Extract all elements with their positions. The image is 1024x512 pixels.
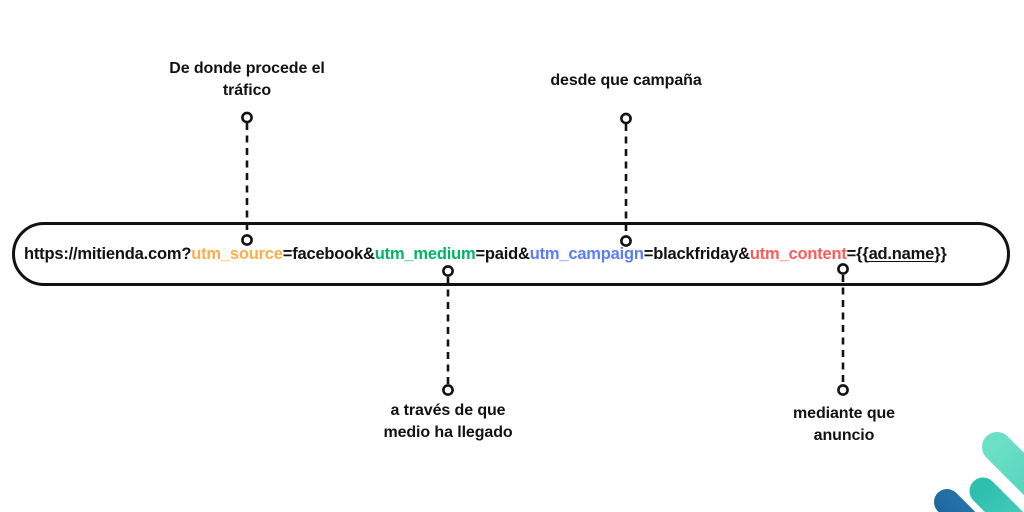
connector-endpoint-dot [442,384,454,396]
url-segment-content: utm_content [749,244,847,263]
url-segment-plain: }} [934,244,947,263]
annotation-label-utm-content: mediante que anuncio [793,405,895,444]
url-segment-source: utm_source [191,244,283,263]
brand-chevron-logo-icon [934,432,1024,512]
url-bar: https://mitienda.com?utm_source=facebook… [12,222,1010,286]
url-segment-plain: =blackfriday& [643,244,750,263]
connector-endpoint-dot [241,111,253,124]
logo-bar-small-teal [969,477,1024,512]
logo-bar-large-teal [982,432,1024,496]
url-segment-plain: =facebook& [282,244,375,263]
annotation-label-utm-medium: a través de que medio ha llegado [383,402,513,441]
url-text: https://mitienda.com?utm_source=facebook… [24,245,947,264]
url-segment-plain: =paid& [475,244,530,263]
annotation-label-utm-campaign: desde que campaña [550,72,702,89]
annotation-label-utm-source: De donde procede el tráfico [169,60,325,99]
url-segment-plain: https://mitienda.com? [24,244,192,263]
connector-endpoint-dot [837,384,849,396]
url-segment-campaign: utm_campaign [529,244,644,263]
url-segment-medium: utm_medium [374,244,476,263]
connector-endpoint-dot [620,112,632,125]
url-segment-plain-underline: ad.name [868,244,935,263]
url-segment-plain: ={{ [846,244,869,263]
